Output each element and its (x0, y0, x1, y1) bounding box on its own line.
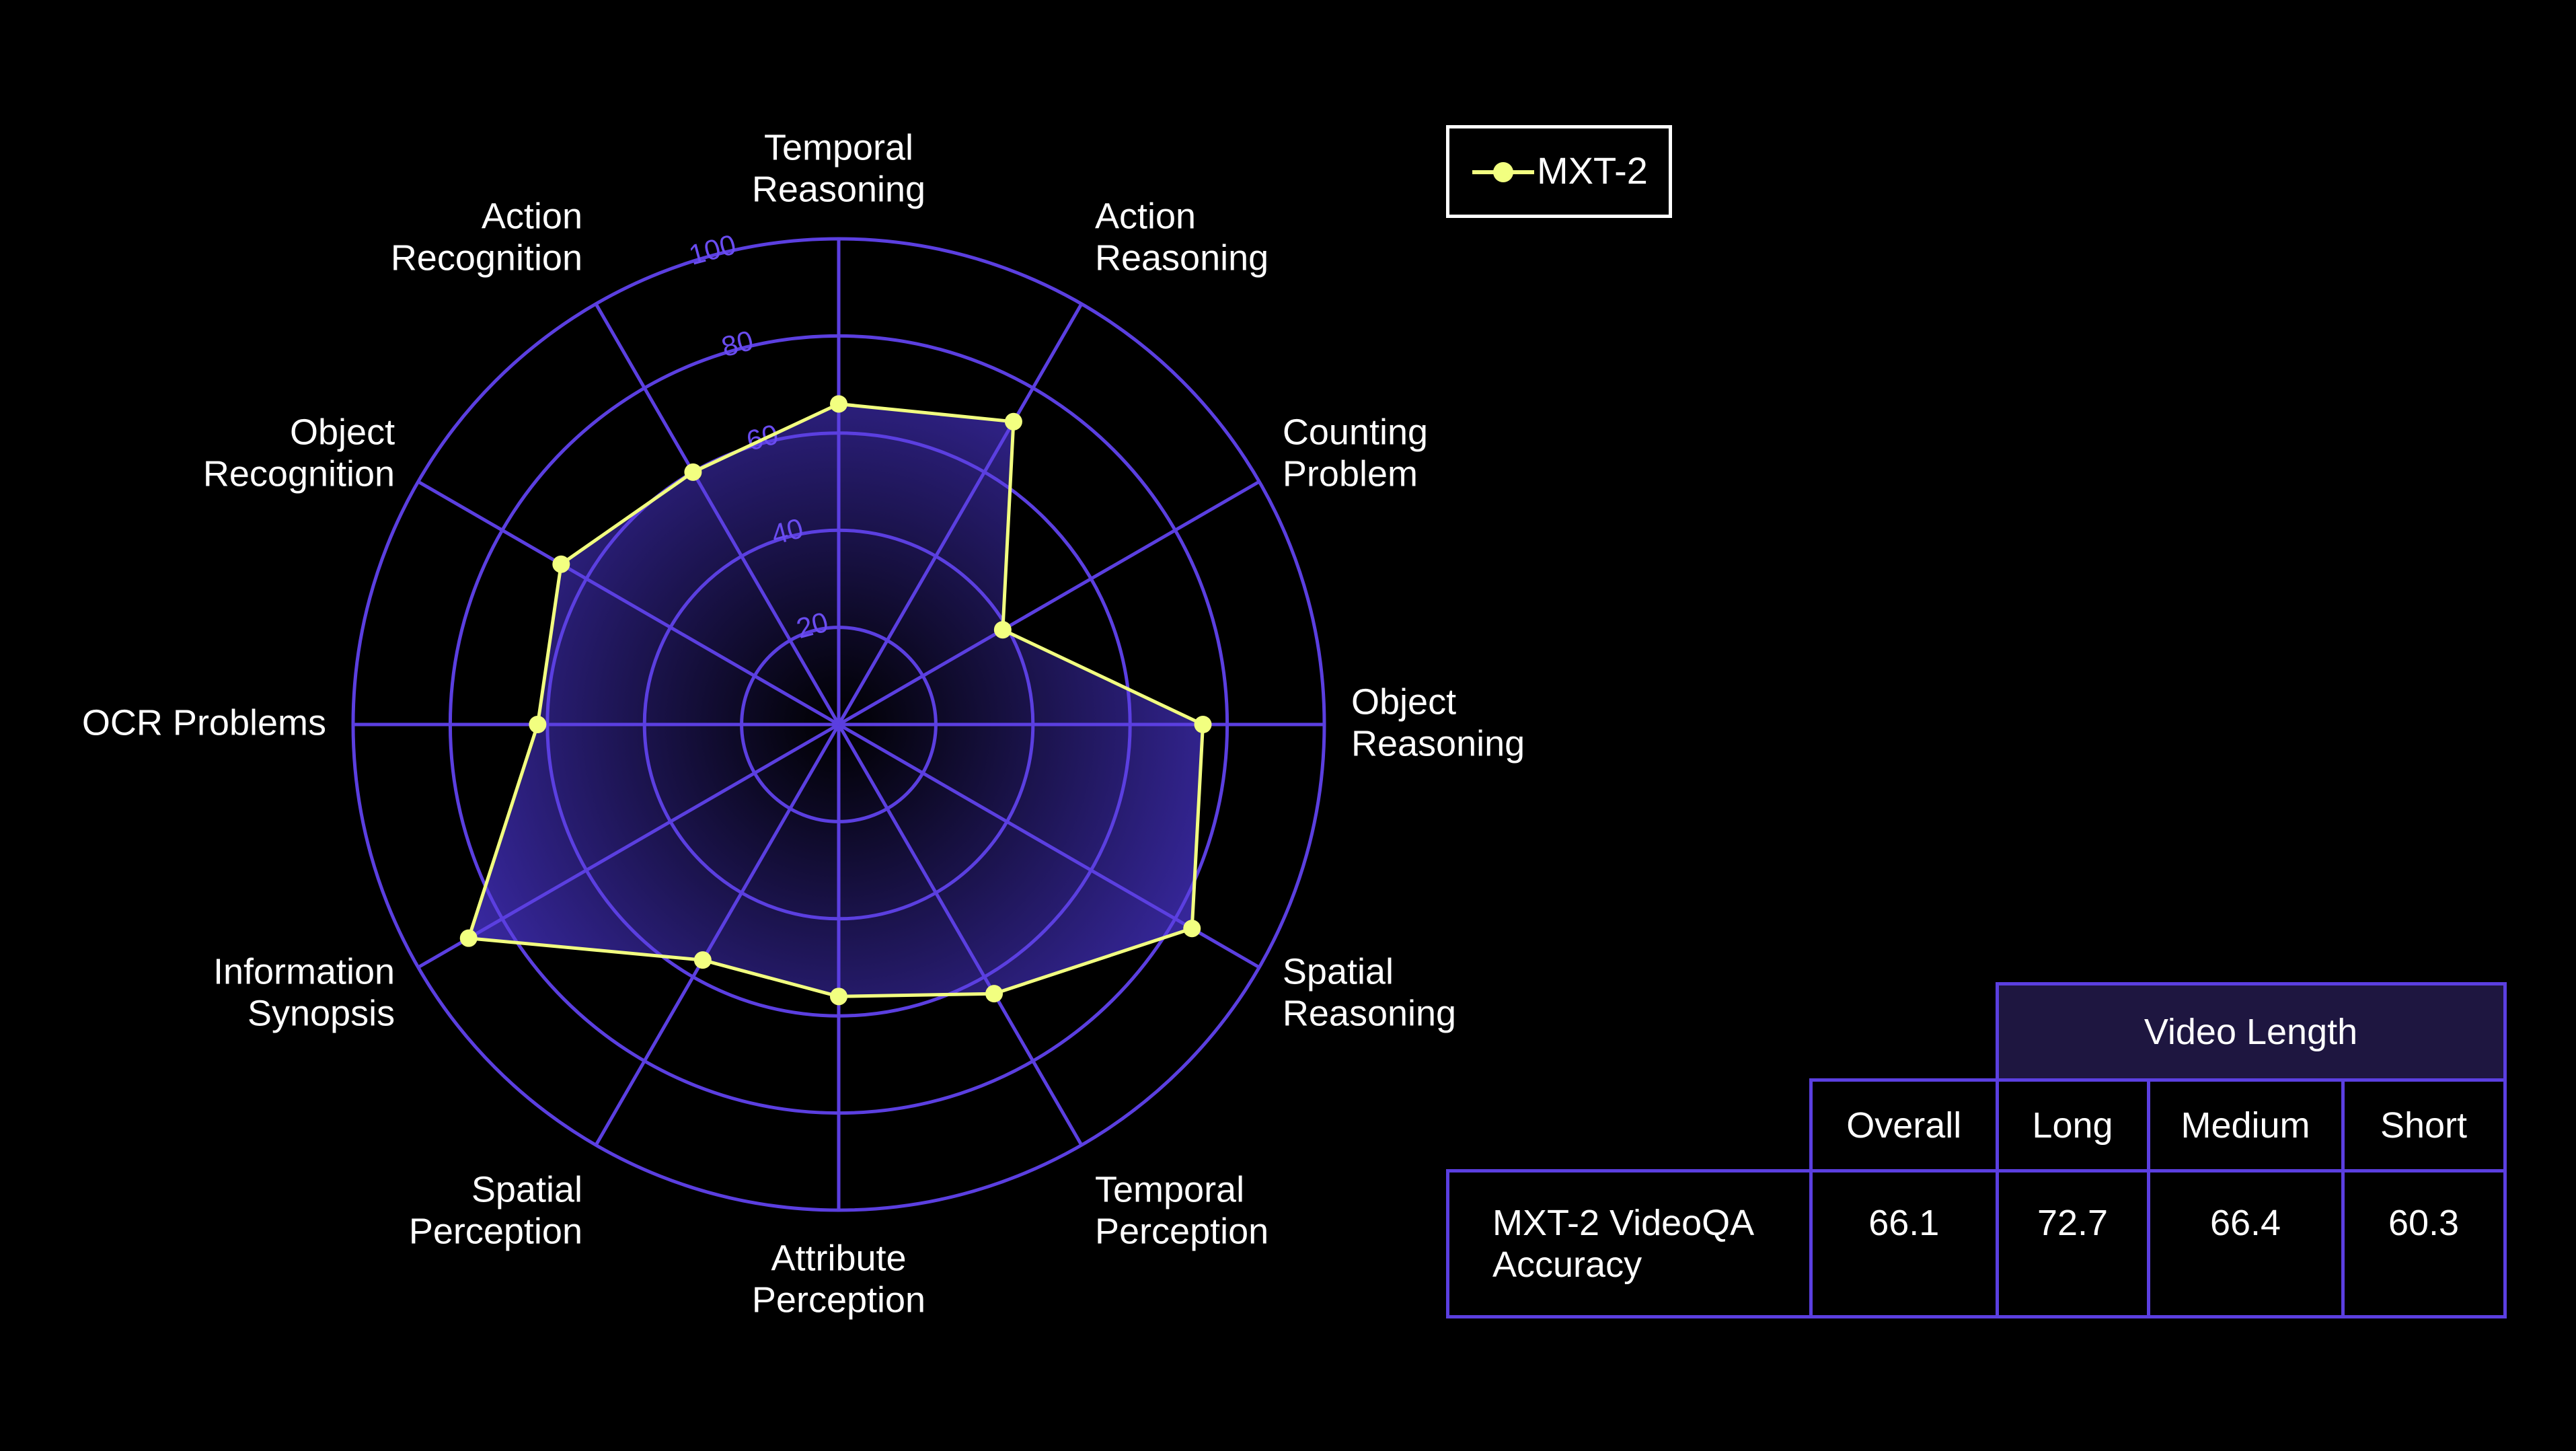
data-point-3 (1194, 716, 1212, 733)
data-point-5 (985, 985, 1003, 1003)
legend-label-mxt2: MXT-2 (1537, 149, 1648, 192)
data-point-1 (1004, 412, 1022, 431)
data-point-11 (684, 463, 702, 481)
table-cell-long: 72.7 (1995, 1169, 2150, 1318)
table-row-label-line2: Accuracy (1492, 1244, 1642, 1285)
grid-spoke-10 (417, 480, 840, 727)
data-point-2 (993, 621, 1012, 639)
data-point-9 (529, 716, 547, 733)
grid-spoke-11 (594, 303, 841, 726)
tick-label-100: 100 (685, 228, 739, 271)
table-cell-medium: 66.4 (2146, 1169, 2345, 1318)
table-row: MXT-2 VideoQA Accuracy 66.1 72.7 66.4 60… (1446, 1169, 2507, 1318)
table-header-long: Long (1995, 1078, 2150, 1173)
accuracy-table: Video Length Overall Long Medium Short M… (1446, 982, 2507, 1318)
axis-label-9: OCR Problems (82, 703, 326, 743)
data-point-8 (459, 929, 478, 947)
data-point-7 (693, 951, 712, 969)
grid-spoke-1 (837, 303, 1084, 726)
table-row-label: MXT-2 VideoQA Accuracy (1446, 1169, 1813, 1318)
table-header-short: Short (2341, 1078, 2507, 1173)
tick-label-80: 80 (718, 324, 757, 363)
series-area-mxt2 (468, 404, 1203, 997)
table-row-label-line1: MXT-2 VideoQA (1492, 1203, 1755, 1243)
grid-spoke-5 (837, 723, 1084, 1146)
table-header-medium: Medium (2146, 1078, 2345, 1173)
grid-spoke-7 (594, 723, 841, 1146)
grid-spoke-2 (837, 480, 1260, 727)
table-cell-overall: 66.1 (1809, 1169, 1999, 1318)
table-cell-short: 60.3 (2341, 1169, 2507, 1318)
data-point-10 (552, 555, 570, 573)
table-group-header: Video Length (1995, 982, 2507, 1082)
data-point-6 (830, 988, 847, 1006)
legend-swatch-mxt2 (1472, 162, 1534, 182)
table-header-overall: Overall (1809, 1078, 1999, 1173)
data-point-4 (1183, 920, 1201, 938)
legend: MXT-2 (1446, 125, 1672, 218)
grid-spoke-8 (417, 722, 840, 969)
data-point-0 (830, 395, 847, 413)
